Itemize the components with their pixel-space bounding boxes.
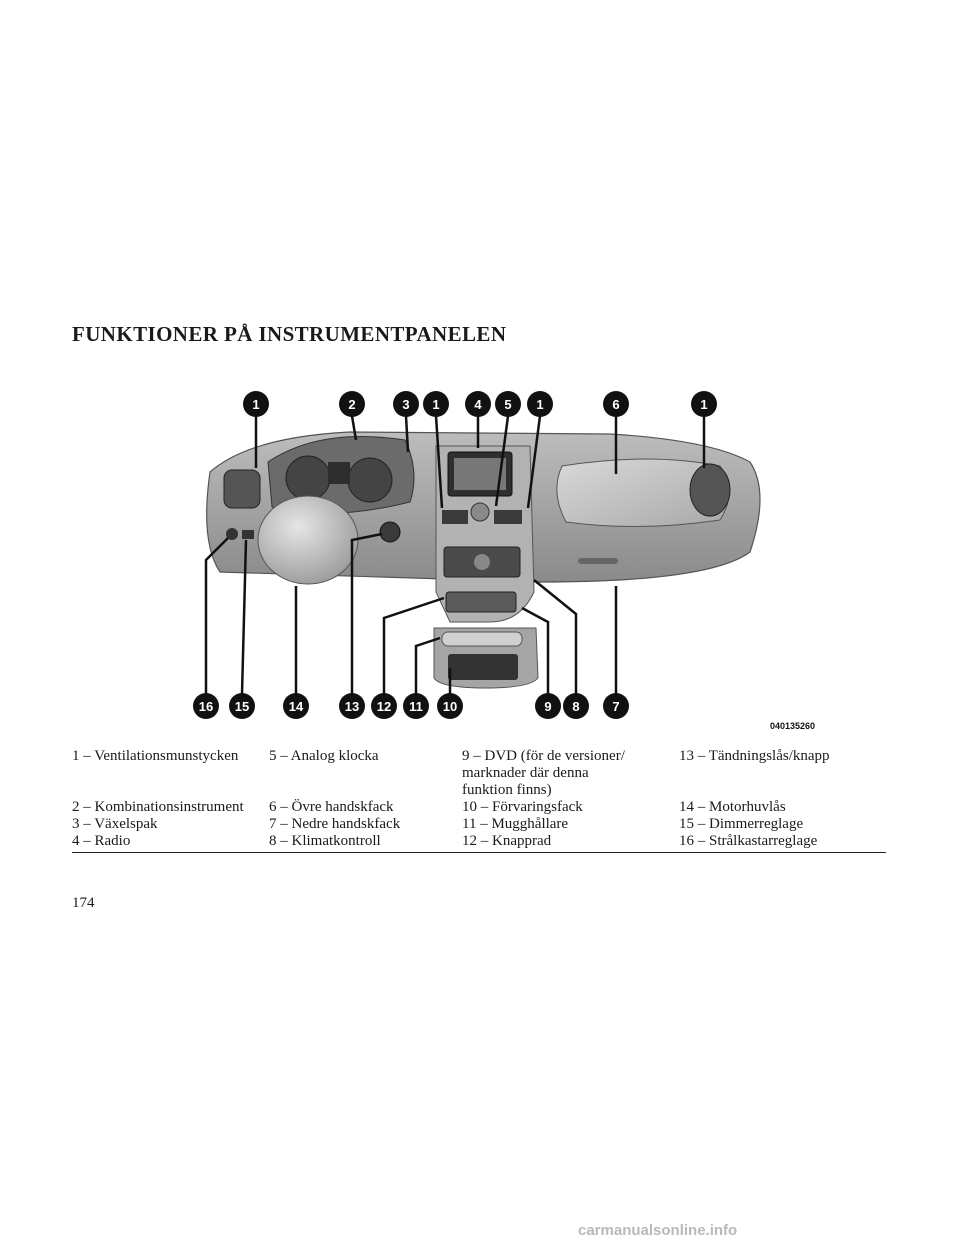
legend-item: 2 – Kombinationsinstrument: [72, 799, 269, 816]
svg-text:9: 9: [544, 699, 551, 714]
legend-item: 7 – Nedre handskfack: [269, 816, 462, 833]
watermark-link[interactable]: carmanualsonline.info: [578, 1222, 737, 1239]
legend-item: 15 – Dimmerreglage: [679, 816, 886, 833]
legend-divider: [72, 852, 886, 853]
svg-text:1: 1: [700, 397, 707, 412]
svg-text:1: 1: [432, 397, 439, 412]
legend-row: 3 – Växelspak 7 – Nedre handskfack 11 – …: [72, 816, 886, 833]
legend-item: 4 – Radio: [72, 833, 269, 850]
dashboard-illustration: 1 2 3 1 4 5 1 6 1 16 15 14 13 12 11 10 9…: [190, 382, 850, 738]
svg-text:14: 14: [289, 699, 304, 714]
legend-item: 1 – Ventilationsmunstycken: [72, 748, 269, 799]
page-number: 174: [72, 895, 95, 912]
svg-text:16: 16: [199, 699, 213, 714]
legend-row: 4 – Radio 8 – Klimatkontroll 12 – Knappr…: [72, 833, 886, 850]
legend-item: 14 – Motorhuvlås: [679, 799, 886, 816]
svg-text:7: 7: [612, 699, 619, 714]
legend-item: 5 – Analog klocka: [269, 748, 462, 799]
svg-text:1: 1: [252, 397, 259, 412]
legend-row: 2 – Kombinationsinstrument 6 – Övre hand…: [72, 799, 886, 816]
svg-text:6: 6: [612, 397, 619, 412]
legend-row: 1 – Ventilationsmunstycken 5 – Analog kl…: [72, 748, 886, 799]
page-title: FUNKTIONER PÅ INSTRUMENTPANELEN: [72, 322, 506, 347]
legend-item: 3 – Växelspak: [72, 816, 269, 833]
bottom-callouts: 16 15 14 13 12 11 10 9 8 7: [193, 693, 629, 719]
svg-text:15: 15: [235, 699, 249, 714]
svg-text:5: 5: [504, 397, 511, 412]
legend-item: 11 – Mugghållare: [462, 816, 679, 833]
dashboard-figure: 1 2 3 1 4 5 1 6 1 16 15 14 13 12 11 10 9…: [190, 382, 850, 738]
figure-code: 040135260: [770, 721, 815, 731]
legend-item: 10 – Förvaringsfack: [462, 799, 679, 816]
svg-text:2: 2: [348, 397, 355, 412]
svg-text:3: 3: [402, 397, 409, 412]
legend-item: 16 – Strålkastarreglage: [679, 833, 886, 850]
svg-text:13: 13: [345, 699, 359, 714]
legend-item: 9 – DVD (för de versioner/ marknader där…: [462, 748, 679, 799]
legend-item: 6 – Övre handskfack: [269, 799, 462, 816]
legend-item: 13 – Tändningslås/knapp: [679, 748, 886, 799]
legend-item: 12 – Knapprad: [462, 833, 679, 850]
svg-text:11: 11: [409, 699, 423, 714]
top-callouts: 1 2 3 1 4 5 1 6 1: [243, 391, 717, 417]
svg-text:1: 1: [536, 397, 543, 412]
svg-text:12: 12: [377, 699, 391, 714]
svg-text:4: 4: [474, 397, 482, 412]
svg-text:8: 8: [572, 699, 579, 714]
svg-text:10: 10: [443, 699, 457, 714]
legend-item: 8 – Klimatkontroll: [269, 833, 462, 850]
legend-table: 1 – Ventilationsmunstycken 5 – Analog kl…: [72, 748, 886, 850]
